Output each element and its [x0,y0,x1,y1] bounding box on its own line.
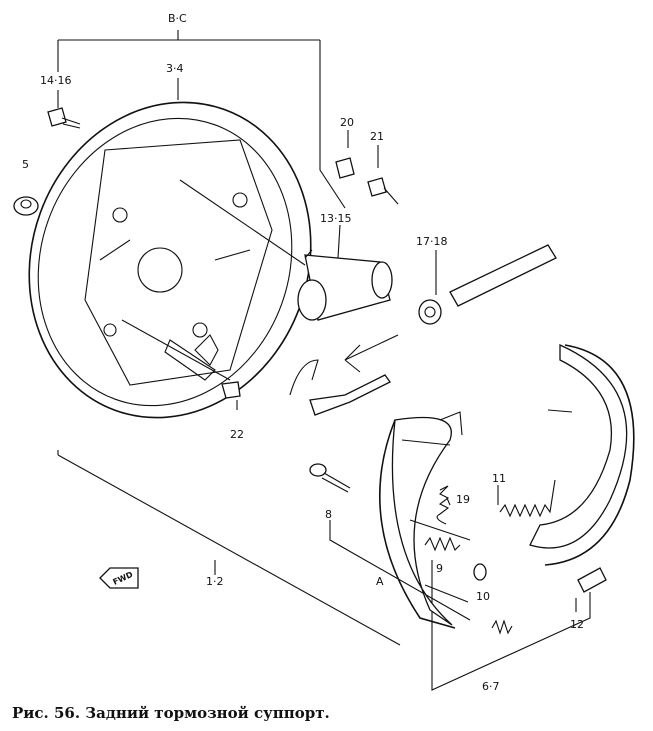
callout-1-2: 1·2 [206,575,224,588]
callout-19: 19 [456,493,470,506]
hold-pin [309,463,351,493]
callout-22: 22 [230,428,244,441]
backing-plate [28,101,312,419]
wheel-cylinder [297,249,393,321]
bleeder-parts [335,157,399,205]
bolt-part [47,107,81,129]
callout-9: 9 [436,562,443,575]
spring-19 [436,485,450,525]
callout-21: 21 [370,130,384,143]
callout-11: 11 [492,472,506,485]
callout-14-16: 14·16 [40,74,72,87]
strut-rod [418,244,557,325]
spring-12 [491,567,607,635]
brake-assembly-diagram: B·C 3·4 14·16 5 20 21 13·15 17·18 22 19 … [13,12,635,693]
return-spring-9 [424,536,461,552]
callout-17-18: 17·18 [416,235,448,248]
adjuster-lever [289,334,399,416]
return-spring-11 [499,479,556,518]
fwd-arrow-icon [99,567,139,589]
figure-caption: Рис. 56. Задний тормозной суппорт. [12,704,330,722]
callout-3-4: 3·4 [166,62,184,75]
callout-bc: B·C [168,12,187,25]
left-brake-shoe [379,411,471,629]
bolt-22-part [221,381,241,399]
callout-6-7: 6·7 [482,680,500,693]
callout-13-15: 13·15 [320,212,352,225]
callout-10: 10 [476,590,490,603]
right-brake-shoe [529,343,635,566]
callout-20: 20 [340,116,354,129]
callout-12: 12 [570,618,584,631]
callout-a: A [376,575,384,588]
nut-part [13,196,39,216]
callout-5: 5 [22,158,29,171]
clip-10 [473,563,487,581]
leader-lines [57,30,591,691]
callout-8: 8 [325,508,332,521]
